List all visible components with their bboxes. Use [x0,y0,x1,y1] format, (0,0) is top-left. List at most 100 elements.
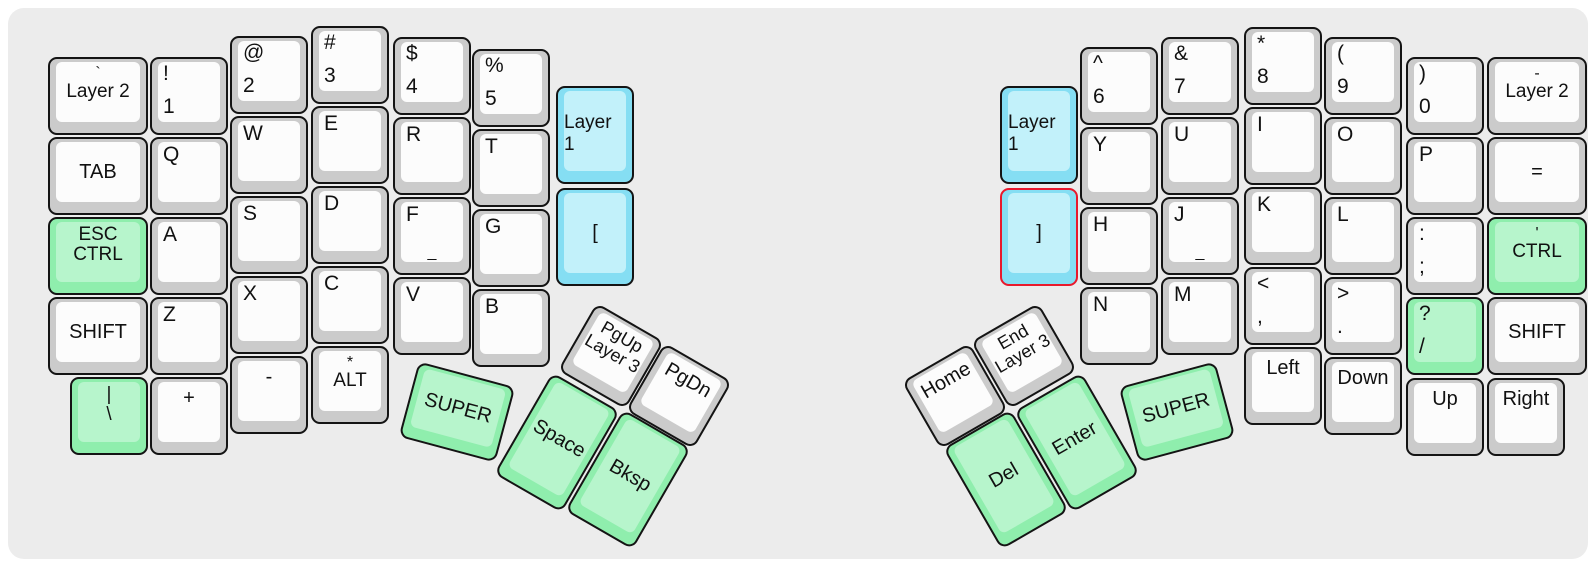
key-super-left[interactable]: SUPER [398,361,516,463]
key-8[interactable]: *8 [1244,27,1322,105]
key-g[interactable]: G [472,209,550,287]
key-d[interactable]: D [311,186,389,264]
key-f[interactable]: F_ [393,197,471,275]
key-n[interactable]: N [1080,287,1158,365]
key-z[interactable]: Z [150,297,228,375]
key-label: ^ [1093,52,1103,75]
keycap-top: N [1088,292,1150,352]
key-super-right[interactable]: SUPER [1118,361,1236,463]
key-label: ! [163,62,169,85]
key-comma[interactable]: <, [1244,267,1322,345]
key-pipe-backslash[interactable]: |\ [70,377,148,455]
key-u[interactable]: U [1161,117,1239,195]
key-label: 8 [1257,65,1269,88]
key-1[interactable]: !1 [150,57,228,135]
key-5[interactable]: %5 [472,49,550,127]
key-label: > [1337,282,1350,305]
key-period[interactable]: >. [1324,277,1402,355]
key-w[interactable]: W [230,116,308,194]
key-down-arrow[interactable]: Down [1324,357,1402,435]
key-minus-layer2[interactable]: -Layer 2 [1487,57,1587,135]
key-k[interactable]: K [1244,187,1322,265]
keycap-top: T [480,134,542,194]
key-shift-left[interactable]: SHIFT [48,297,148,375]
key-label: TAB [79,160,117,183]
key-i[interactable]: I [1244,107,1322,185]
key-plus[interactable]: + [150,377,228,455]
key-a[interactable]: A [150,217,228,295]
key-label: | [106,384,112,405]
keycap-top: + [158,382,220,442]
key-grave-layer2[interactable]: `Layer 2 [48,57,148,135]
key-2[interactable]: @2 [230,36,308,114]
key-o[interactable]: O [1324,117,1402,195]
key-label: Left [1266,357,1300,379]
key-label: K [1257,193,1272,216]
key-layer1-right[interactable]: Layer 1 [1000,86,1078,184]
key-tab[interactable]: TAB [48,137,148,215]
key-0[interactable]: )0 [1406,57,1484,135]
key-label: % [485,54,504,77]
key-3[interactable]: #3 [311,26,389,104]
key-label: ; [1419,255,1425,278]
key-label: Bksp [605,454,656,497]
key-m[interactable]: M [1161,277,1239,355]
key-b[interactable]: B [472,289,550,367]
homing-bar: _ [427,244,437,261]
key-c[interactable]: C [311,266,389,344]
homing-bar: _ [1195,244,1205,261]
key-r[interactable]: R [393,117,471,195]
key-right-arrow[interactable]: Right [1487,378,1565,456]
key-e[interactable]: E [311,106,389,184]
key-s[interactable]: S [230,196,308,274]
key-label: ` [95,65,101,82]
key-label: 3 [324,64,336,87]
key-j[interactable]: J_ [1161,197,1239,275]
key-label: ALT [333,370,367,391]
key-label: $ [406,42,418,65]
key-question-slash[interactable]: ?/ [1406,297,1484,375]
key-label: 7 [1174,75,1186,98]
key-semicolon[interactable]: :; [1406,217,1484,295]
key-label: Enter [1048,417,1101,461]
keycap-top: Y [1088,132,1150,192]
key-p[interactable]: P [1406,137,1484,215]
key-layer1-left[interactable]: Layer 1 [556,86,634,184]
key-quote-ctrl[interactable]: 'CTRL [1487,217,1587,295]
key-star-alt[interactable]: *ALT [311,346,389,424]
key-rbracket[interactable]: ] [1000,188,1078,286]
key-l[interactable]: L [1324,197,1402,275]
key-x[interactable]: X [230,276,308,354]
keycap-top: F_ [401,202,463,262]
key-6[interactable]: ^6 [1080,47,1158,125]
key-9[interactable]: (9 [1324,37,1402,115]
key-label: 1 [163,95,175,118]
key-label: J [1174,203,1185,226]
keycap-top: I [1252,112,1314,172]
keycap-top: PgDn [639,351,723,435]
key-h[interactable]: H [1080,207,1158,285]
key-label: 5 [485,87,497,110]
keycap-top: B [480,294,542,354]
keycap-top: )0 [1414,62,1476,122]
key-equals[interactable]: = [1487,137,1587,215]
key-7[interactable]: &7 [1161,37,1239,115]
key-left-arrow[interactable]: Left [1244,347,1322,425]
keycap-top: Down [1332,362,1394,422]
key-y[interactable]: Y [1080,127,1158,205]
key-label: + [183,387,195,409]
keycap-top: K [1252,192,1314,252]
keycap-top: %5 [480,54,542,114]
key-minus[interactable]: - [230,356,308,434]
key-lbracket[interactable]: [ [556,188,634,286]
key-t[interactable]: T [472,129,550,207]
keycap-top: ?/ [1414,302,1476,362]
key-up-arrow[interactable]: Up [1406,378,1484,456]
key-v[interactable]: V [393,277,471,355]
key-4[interactable]: $4 [393,37,471,115]
key-q[interactable]: Q [150,137,228,215]
key-label: 0 [1419,95,1431,118]
key-shift-right[interactable]: SHIFT [1487,297,1587,375]
